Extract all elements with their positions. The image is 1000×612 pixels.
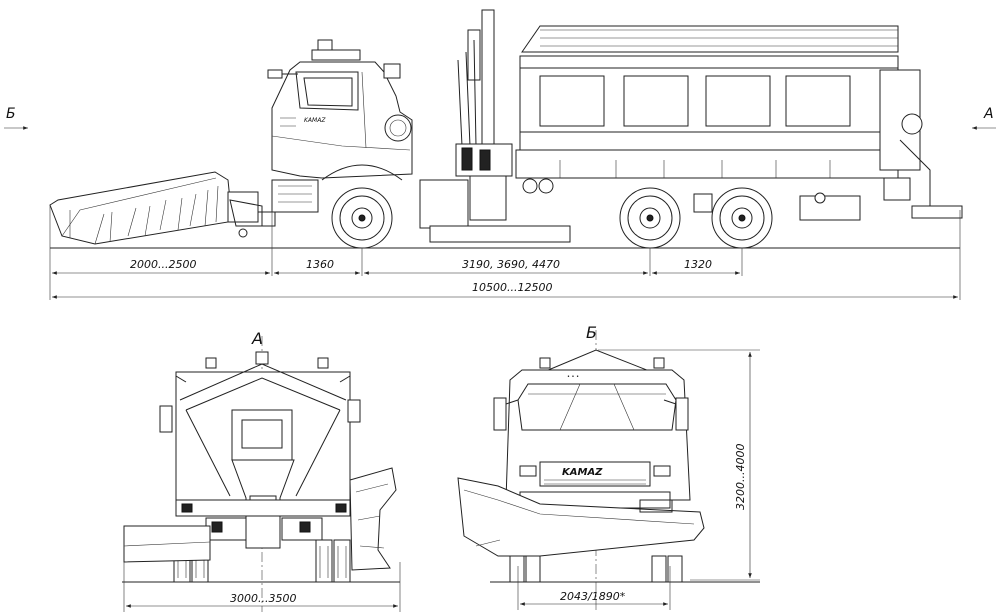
rear-view: А — [122, 329, 401, 612]
hydraulic-mast — [419, 9, 571, 243]
dim-text-wheelbase: 3190, 3690, 4470 — [462, 258, 560, 271]
svg-text:• • •: • • • — [567, 374, 579, 380]
side-view: KAMAZ — [4, 9, 996, 300]
cab: KAMAZ — [267, 39, 413, 213]
dimension-wheelbase: 3190, 3690, 4470 — [364, 258, 648, 275]
front-view-label: Б — [586, 323, 597, 342]
dimension-plow-overhang: 2000...2500 — [52, 258, 270, 275]
rear-view-label: А — [251, 329, 263, 348]
view-arrow-left-label: Б — [6, 106, 16, 122]
rear-wheel-2 — [711, 187, 773, 249]
brand-text: KAMAZ — [562, 467, 603, 478]
front-wheel — [331, 187, 393, 249]
svg-text:KAMAZ: KAMAZ — [304, 117, 326, 124]
dim-text-height: 3200...4000 — [734, 444, 747, 510]
view-arrow-left: Б — [4, 106, 28, 130]
dimension-front-axle: 1360 — [274, 258, 360, 275]
view-arrow-right-label: А — [983, 106, 994, 122]
dimension-overall-length: 10500...12500 — [52, 281, 958, 299]
front-view: Б • • • KAMAZ 2043/1890* — [457, 323, 760, 612]
dim-text-front-axle: 1360 — [306, 258, 334, 271]
dim-text-front-track: 2043/1890* — [560, 590, 626, 603]
hopper-body — [515, 25, 963, 221]
dim-text-rear-axles: 1320 — [684, 258, 712, 271]
dim-text-plow-overhang: 2000...2500 — [130, 258, 196, 271]
rear-wheel-1 — [619, 187, 681, 249]
dimension-rear-axles: 1320 — [652, 258, 740, 275]
view-arrow-right: А — [972, 106, 996, 130]
front-plow-blade — [49, 171, 276, 245]
dim-text-overall-length: 10500...12500 — [472, 281, 552, 294]
dim-text-rear-width: 3000...3500 — [230, 592, 296, 605]
